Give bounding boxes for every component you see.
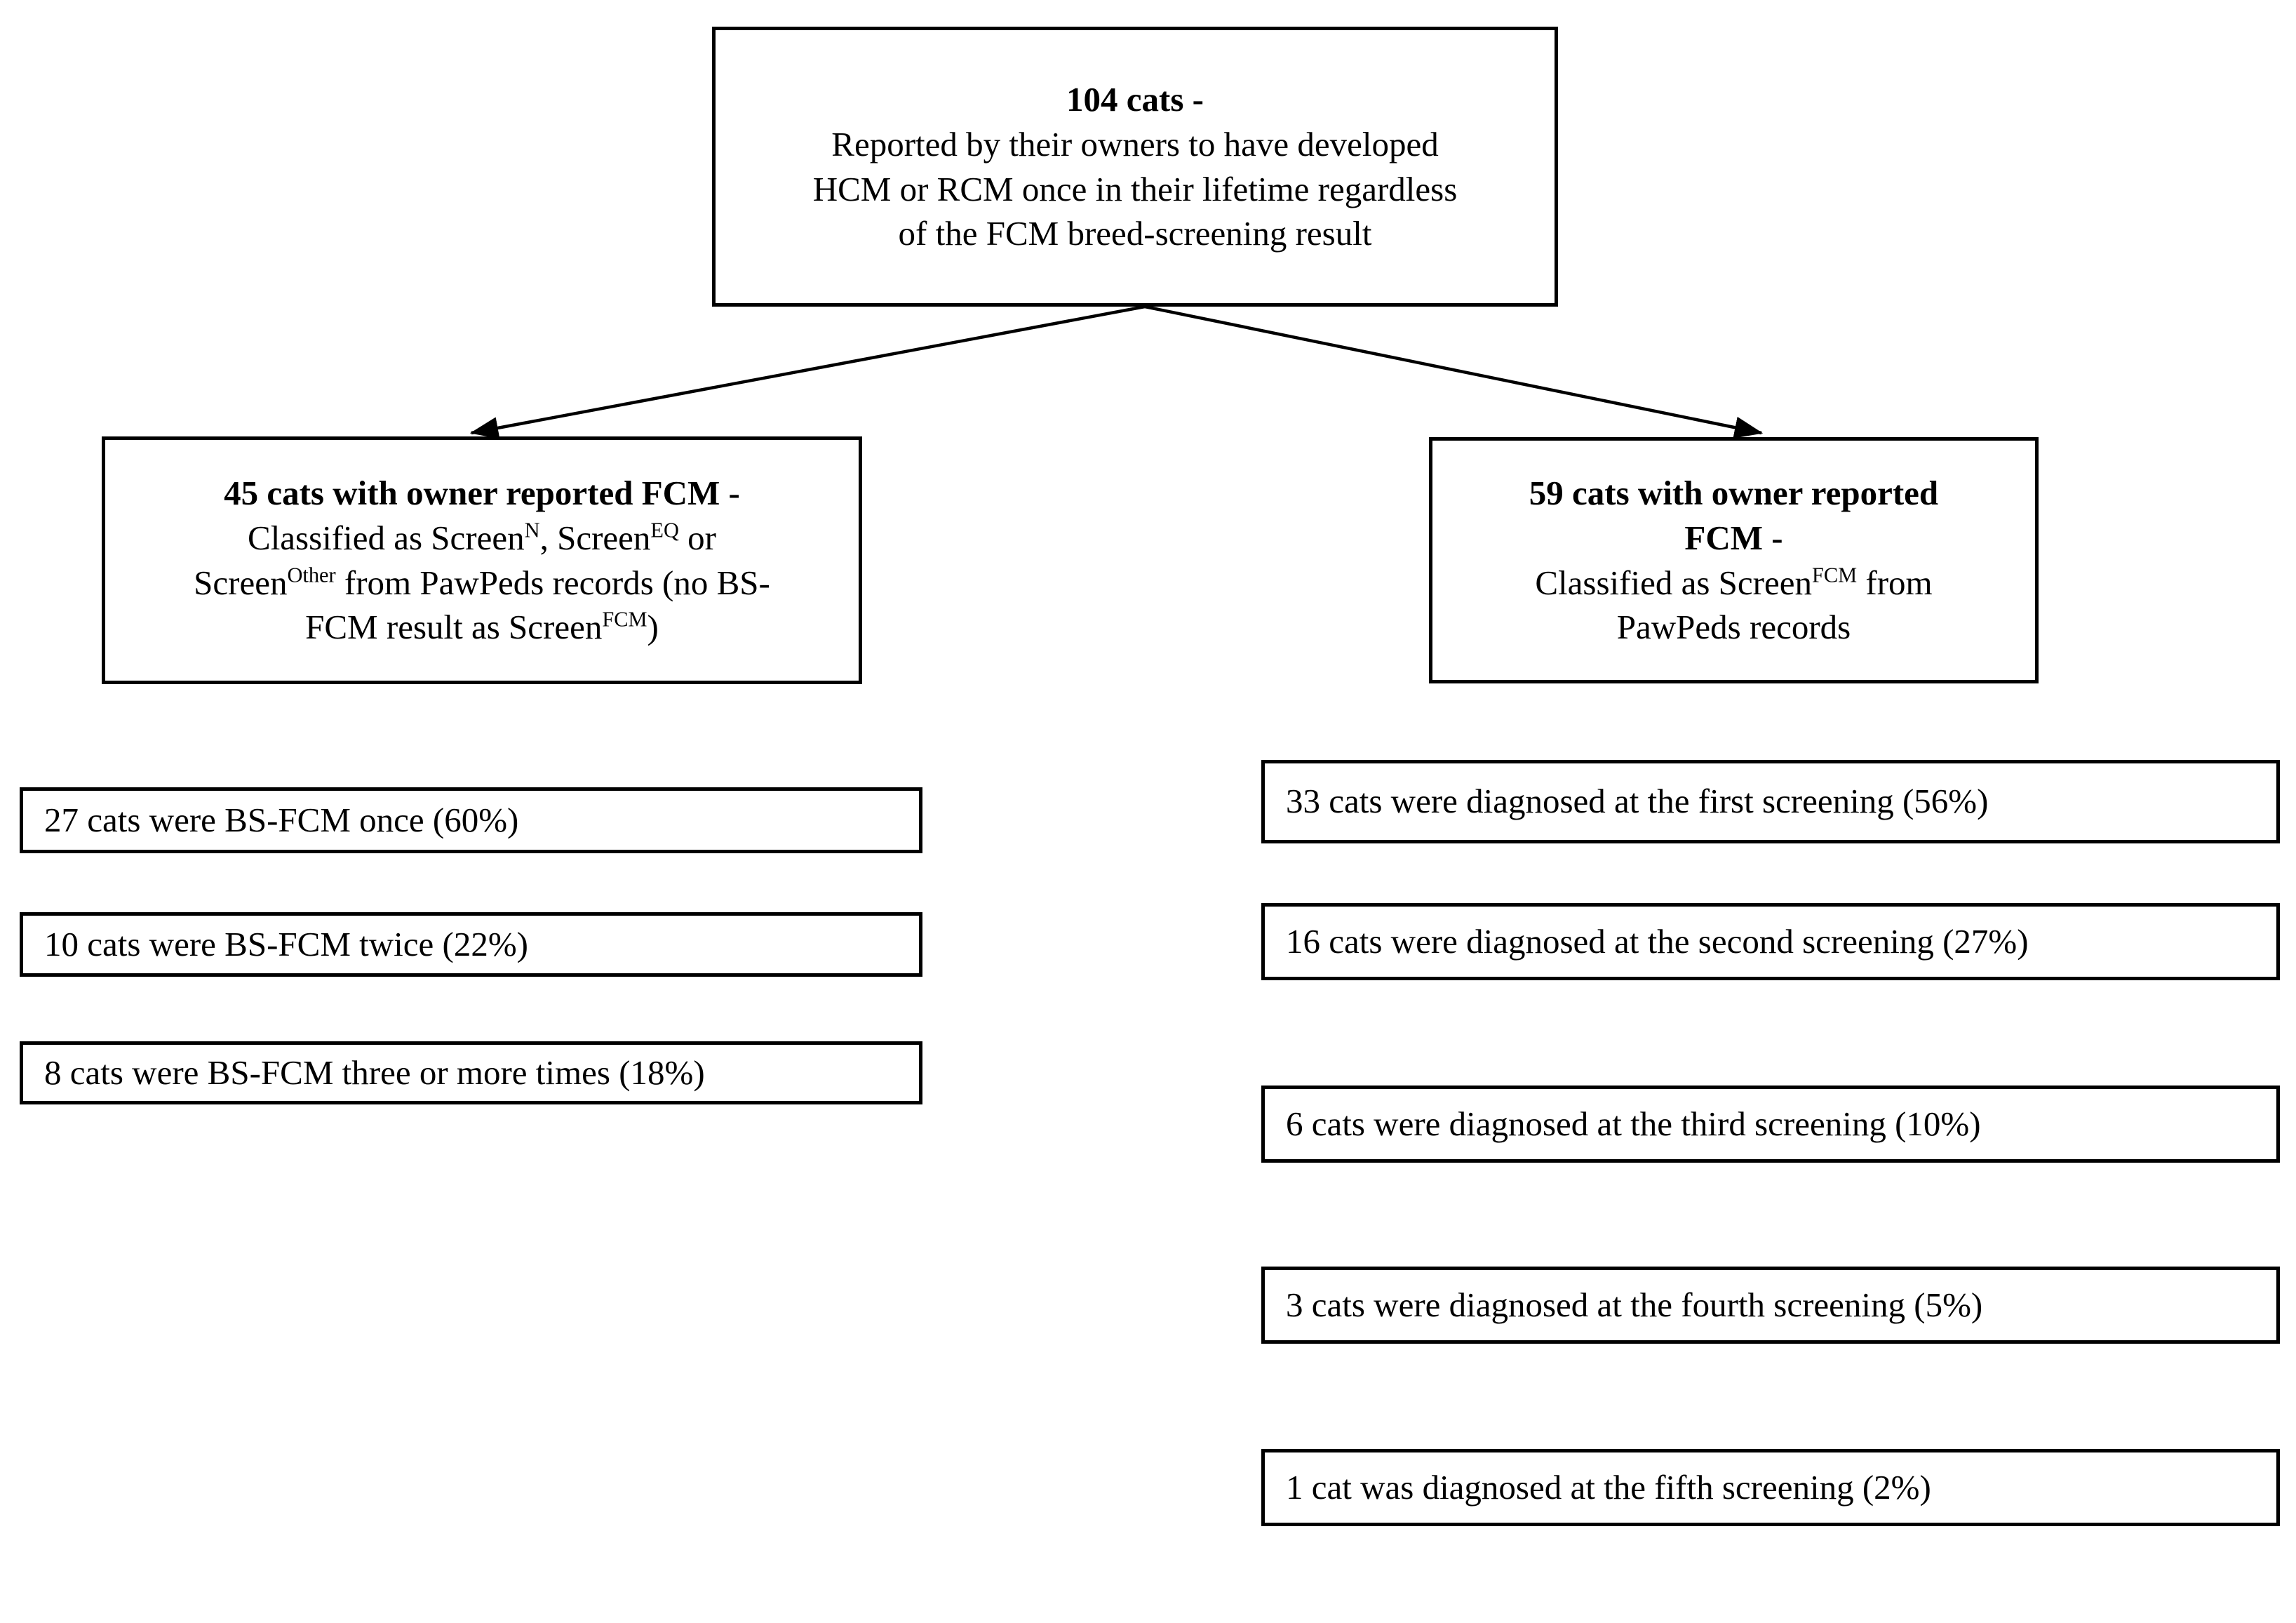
superscript-screen-fcm-left: FCM — [602, 607, 647, 632]
leaf-right-label-0: 33 cats were diagnosed at the first scre… — [1286, 782, 1989, 821]
leaf-right-second-screening: 16 cats were diagnosed at the second scr… — [1261, 903, 2280, 980]
leaf-right-label-3: 3 cats were diagnosed at the fourth scre… — [1286, 1285, 1983, 1324]
node-branch-left-line-3: FCM result as ScreenFCM) — [305, 607, 659, 647]
node-root-text: 104 cats - Reported by their owners to h… — [716, 77, 1555, 256]
leaf-left-label-0: 27 cats were BS-FCM once (60%) — [44, 800, 519, 839]
node-root-line-3: of the FCM breed-screening result — [898, 214, 1372, 253]
superscript-screen-eq: EQ — [650, 518, 679, 542]
leaf-left-label-2: 8 cats were BS-FCM three or more times (… — [44, 1053, 705, 1092]
node-branch-right-heading-line-2: FCM - — [1684, 518, 1783, 557]
node-branch-left-line-1: Classified as ScreenN, ScreenEQ or — [248, 518, 716, 557]
arrow-root-to-left — [469, 305, 1146, 439]
leaf-right-label-1: 16 cats were diagnosed at the second scr… — [1286, 921, 2029, 961]
node-branch-right-line-2: PawPeds records — [1616, 608, 1851, 647]
leaf-left-bs-fcm-twice: 10 cats were BS-FCM twice (22%) — [20, 912, 922, 977]
node-root-heading: 104 cats - — [1066, 80, 1204, 119]
leaf-left-bs-fcm-once: 27 cats were BS-FCM once (60%) — [20, 787, 922, 853]
node-branch-left-text: 45 cats with owner reported FCM - Classi… — [105, 471, 859, 650]
node-root-line-1: Reported by their owners to have develop… — [831, 124, 1439, 163]
node-branch-right-line-1: Classified as ScreenFCM from — [1535, 563, 1933, 602]
node-branch-left-heading: 45 cats with owner reported FCM - — [224, 474, 740, 513]
arrow-root-to-right — [1144, 305, 1764, 439]
leaf-right-fifth-screening: 1 cat was diagnosed at the fifth screeni… — [1261, 1449, 2280, 1526]
superscript-screen-other: Other — [287, 563, 336, 587]
leaf-right-third-screening: 6 cats were diagnosed at the third scree… — [1261, 1086, 2280, 1163]
leaf-right-label-4: 1 cat was diagnosed at the fifth screeni… — [1286, 1467, 1931, 1507]
leaf-left-label-1: 10 cats were BS-FCM twice (22%) — [44, 924, 528, 963]
leaf-right-fourth-screening: 3 cats were diagnosed at the fourth scre… — [1261, 1267, 2280, 1344]
node-branch-left-non-fcm-screen: 45 cats with owner reported FCM - Classi… — [102, 436, 862, 684]
leaf-left-bs-fcm-three-or-more: 8 cats were BS-FCM three or more times (… — [20, 1041, 922, 1104]
node-branch-right-fcm-screen: 59 cats with owner reported FCM - Classi… — [1429, 437, 2039, 683]
node-root-line-2: HCM or RCM once in their lifetime regard… — [812, 169, 1458, 208]
node-branch-right-heading-line-1: 59 cats with owner reported — [1529, 474, 1939, 513]
node-root-cohort: 104 cats - Reported by their owners to h… — [712, 27, 1558, 307]
superscript-screen-fcm-right: FCM — [1811, 563, 1858, 587]
superscript-screen-n: N — [524, 518, 540, 542]
node-branch-right-text: 59 cats with owner reported FCM - Classi… — [1432, 471, 2035, 650]
leaf-right-label-2: 6 cats were diagnosed at the third scree… — [1286, 1104, 1981, 1143]
node-branch-left-line-2: ScreenOther from PawPeds records (no BS- — [194, 563, 770, 602]
leaf-right-first-screening: 33 cats were diagnosed at the first scre… — [1261, 760, 2280, 843]
